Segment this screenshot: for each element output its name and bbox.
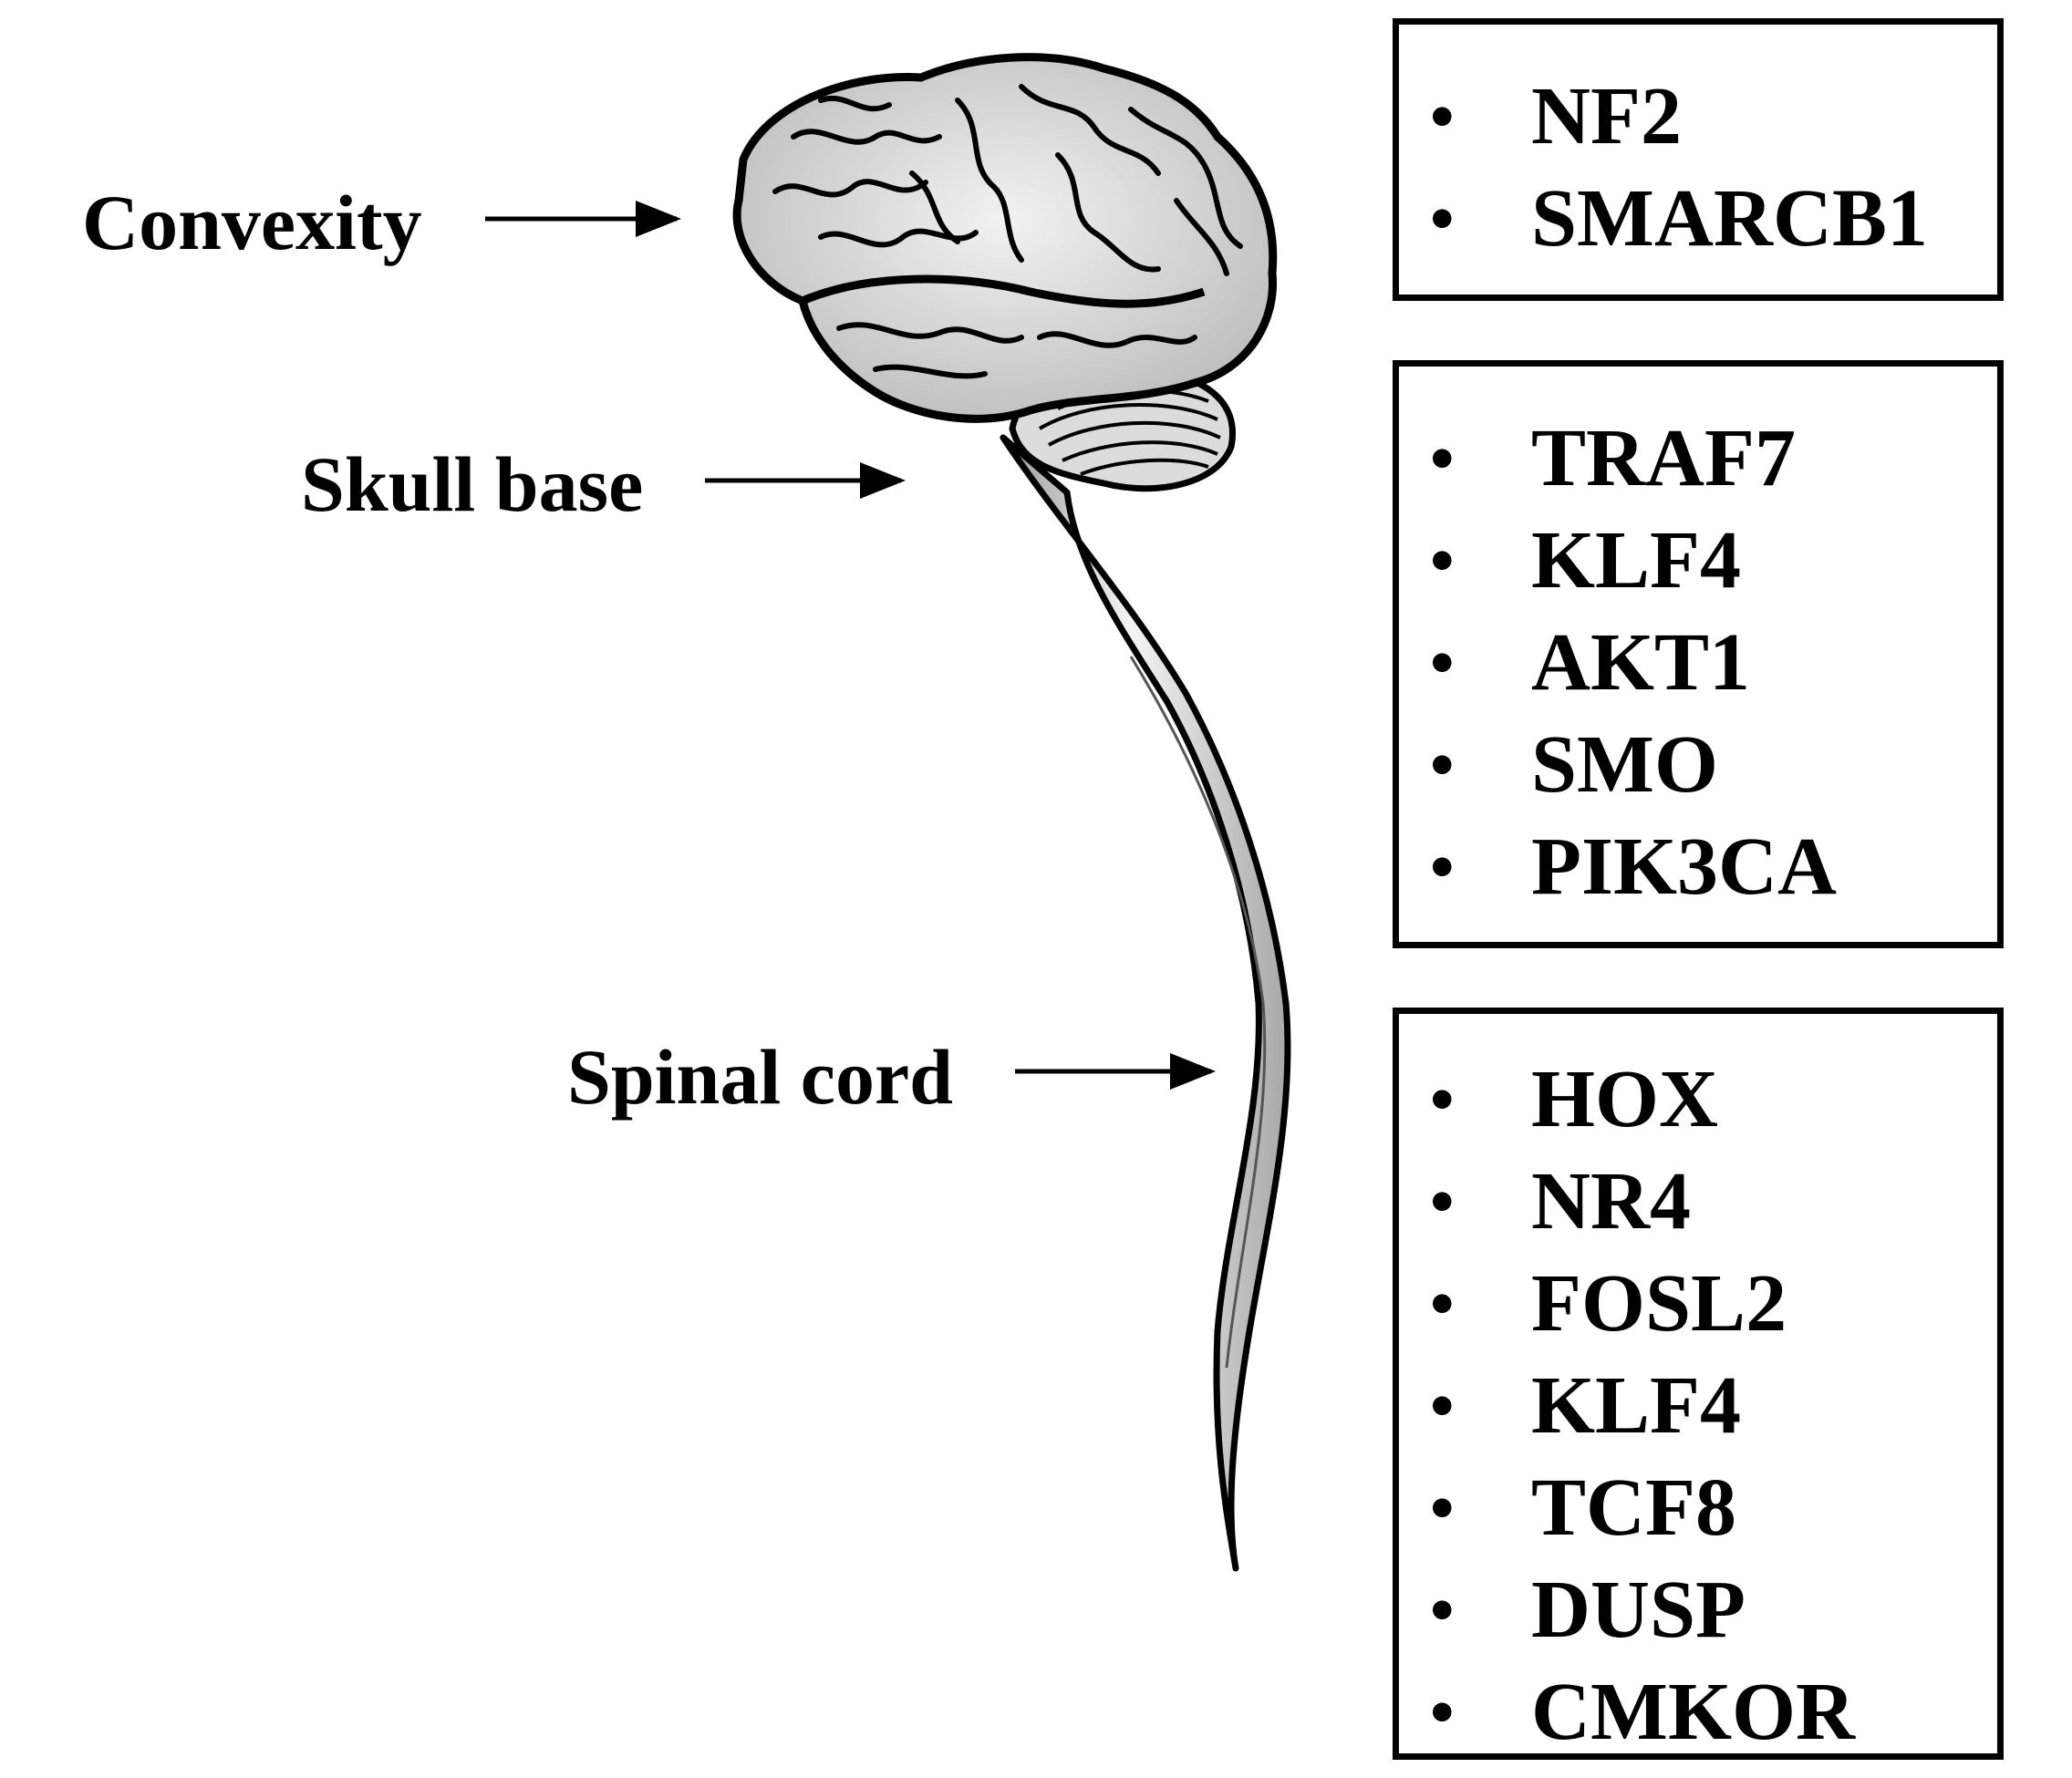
skull-base-label: Skull base [301, 440, 643, 528]
list-item: • FOSL2 [1399, 1253, 1997, 1355]
bullet-icon: • [1430, 1470, 1455, 1546]
list-item: • NR4 [1399, 1151, 1997, 1253]
list-item: • NF2 [1399, 66, 1997, 168]
bullet-icon: • [1430, 1061, 1455, 1138]
gene-box-convexity: • NF2 • SMARCB1 [1393, 18, 2004, 301]
gene-name: SMO [1531, 719, 1719, 810]
list-item: • PIK3CA [1399, 816, 1997, 918]
gene-name: NR4 [1531, 1156, 1691, 1246]
gene-name: KLF4 [1531, 1360, 1742, 1451]
gene-list: • HOX • NR4 • FOSL2 • KLF4 • TCF8 • DUSP… [1399, 1049, 1997, 1763]
list-item: • TRAF7 [1399, 408, 1997, 510]
bullet-icon: • [1430, 181, 1455, 257]
bullet-icon: • [1430, 1674, 1455, 1751]
bullet-icon: • [1430, 420, 1455, 497]
brain-drawing [732, 53, 1278, 423]
gene-name: TRAF7 [1531, 413, 1796, 503]
gene-name: FOSL2 [1531, 1258, 1787, 1349]
gene-name: KLF4 [1531, 515, 1742, 605]
gene-box-spinal-cord: • HOX • NR4 • FOSL2 • KLF4 • TCF8 • DUSP… [1393, 1008, 2004, 1760]
list-item: • DUSP [1399, 1559, 1997, 1661]
list-item: • SMO [1399, 714, 1997, 816]
bullet-icon: • [1430, 829, 1455, 905]
list-item: • AKT1 [1399, 612, 1997, 714]
list-item: • KLF4 [1399, 510, 1997, 612]
gene-name: DUSP [1531, 1565, 1746, 1655]
gene-list: • NF2 • SMARCB1 [1399, 66, 1997, 270]
gene-list: • TRAF7 • KLF4 • AKT1 • SMO • PIK3CA [1399, 408, 1997, 918]
list-item: • SMARCB1 [1399, 168, 1997, 270]
gene-name: SMARCB1 [1531, 173, 1929, 264]
gene-box-skull-base: • TRAF7 • KLF4 • AKT1 • SMO • PIK3CA [1393, 360, 2004, 948]
spinal-cord-drawing [1000, 434, 1291, 1572]
bullet-icon: • [1430, 522, 1455, 599]
bullet-icon: • [1430, 1266, 1455, 1342]
list-item: • CMKOR [1399, 1661, 1997, 1763]
gene-name: AKT1 [1531, 617, 1751, 708]
bullet-icon: • [1430, 1368, 1455, 1444]
gene-name: CMKOR [1531, 1667, 1855, 1757]
bullet-icon: • [1430, 1163, 1455, 1240]
bullet-icon: • [1430, 78, 1455, 155]
gene-name: NF2 [1531, 71, 1682, 161]
gene-name: TCF8 [1531, 1463, 1736, 1553]
bullet-icon: • [1430, 727, 1455, 803]
convexity-label: Convexity [82, 179, 422, 266]
list-item: • TCF8 [1399, 1457, 1997, 1559]
spinal-cord-label: Spinal cord [567, 1033, 953, 1121]
bullet-icon: • [1430, 1572, 1455, 1649]
gene-name: HOX [1531, 1054, 1719, 1144]
bullet-icon: • [1430, 625, 1455, 701]
gene-name: PIK3CA [1531, 822, 1837, 912]
list-item: • KLF4 [1399, 1355, 1997, 1457]
list-item: • HOX [1399, 1049, 1997, 1151]
